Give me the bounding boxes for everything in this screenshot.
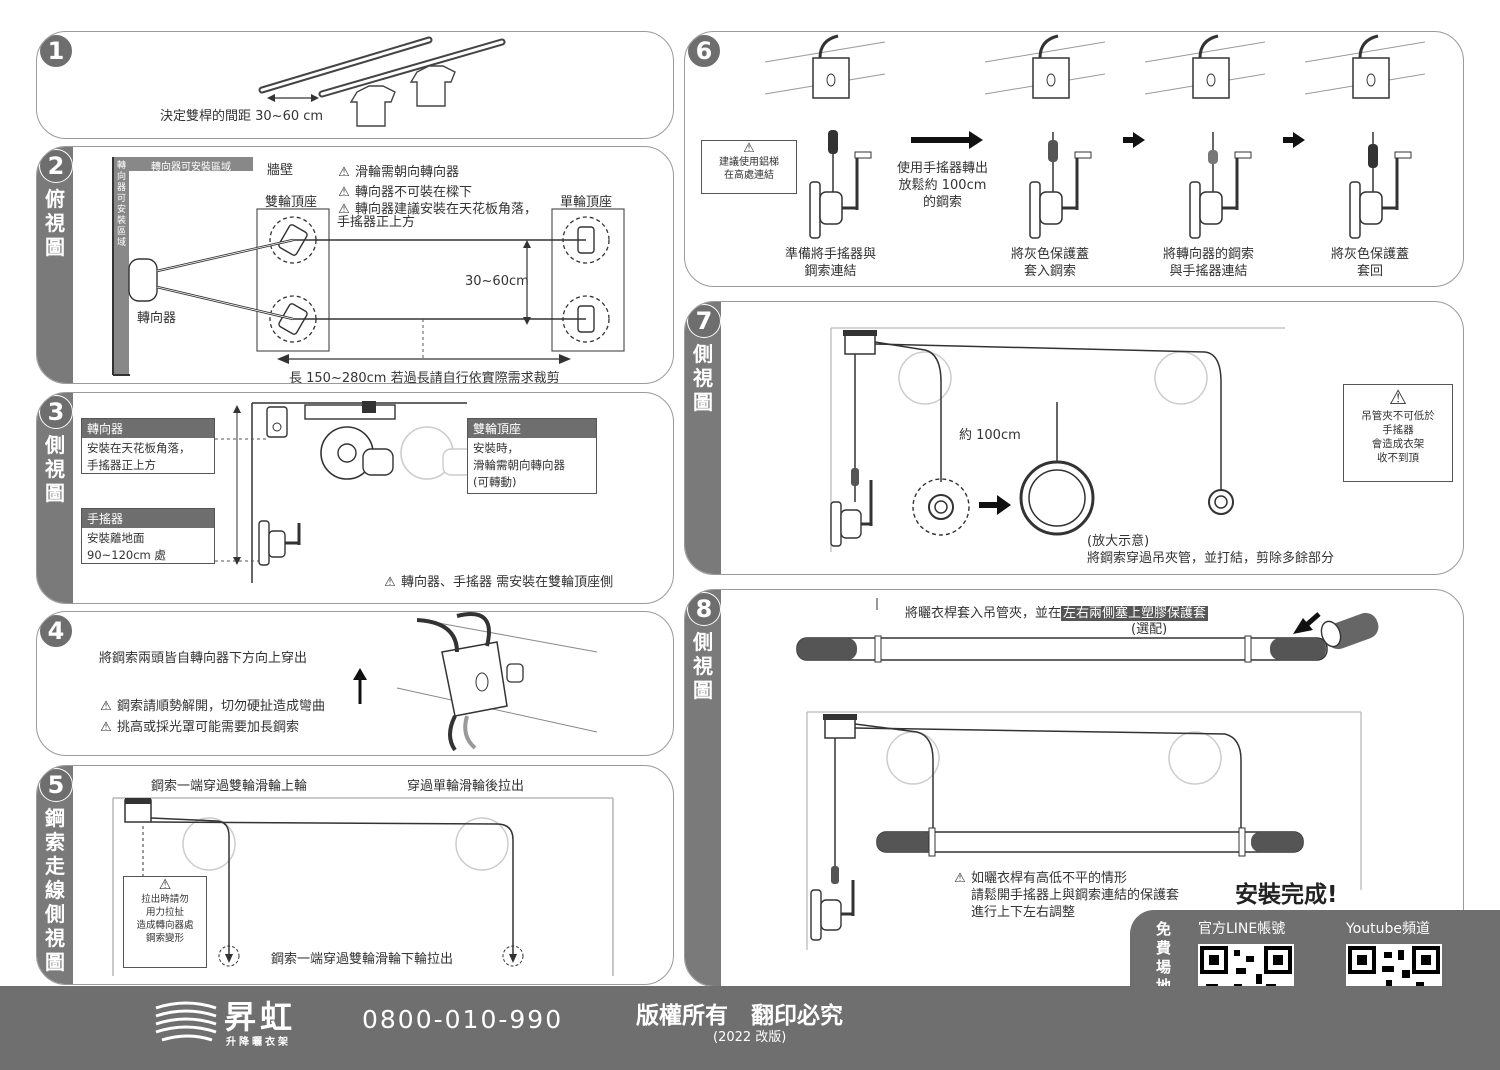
- step7-zoom-label: (放大示意): [1087, 534, 1150, 549]
- step8-instruction: 將曬衣桿套入吊管夾，並在左右兩側塞上塑膠保護套: [905, 606, 1209, 621]
- step8-number: 8: [687, 592, 721, 626]
- warning-icon: ⚠: [100, 699, 112, 714]
- step5-warning-box: ⚠ 拉出時請勿用力拉扯造成轉向器處鋼索變形: [123, 876, 207, 968]
- brand-subtitle: 升降曬衣架: [226, 1037, 291, 1048]
- step1-number: 1: [39, 34, 73, 68]
- copyright-text: 版權所有 翻印必究: [636, 1003, 843, 1029]
- warning-icon: ⚠: [338, 202, 350, 217]
- phone-number[interactable]: 0800-010-990: [362, 1005, 564, 1034]
- line-label: 官方LINE帳號: [1198, 921, 1286, 937]
- step7-length-label: 約 100cm: [959, 428, 1021, 443]
- step6-caption-1: 準備將手搖器與鋼索連結: [785, 247, 877, 279]
- step4-warning-2: ⚠挑高或採光罩可能需要加長鋼索: [100, 720, 300, 735]
- step6-panel: 6 ⚠ 建議: [684, 31, 1464, 287]
- step8-warning: ⚠如曬衣桿有高低不平的情形 請鬆開手搖器上與鋼索連結的保護套 進行上下左右調整: [954, 871, 1180, 920]
- step2-title: 俯視圖: [45, 187, 65, 259]
- step2-single-pulley-label: 單輪頂座: [560, 195, 613, 210]
- step1-illustration: [258, 36, 506, 127]
- step3-warning: ⚠轉向器、手搖器 需安裝在雙輪頂座側: [384, 575, 614, 590]
- step4-number: 4: [39, 614, 73, 648]
- warning-icon: ⚠: [954, 871, 966, 886]
- brand-logo-icon: [155, 1001, 217, 1042]
- youtube-label: Youtube頻道: [1346, 921, 1430, 937]
- warning-icon: ⚠: [338, 165, 350, 180]
- step5-wire-routing-diagram: [112, 797, 614, 976]
- step7-number: 7: [687, 304, 721, 338]
- step1-caption: 決定雙桿的間距 30~60 cm: [160, 109, 324, 124]
- step4-illustration: [353, 612, 598, 752]
- step5-badge: [37, 766, 73, 984]
- step4-warning-1: ⚠鋼索請順勢解開，切勿硬扯造成彎曲: [100, 699, 326, 714]
- step5-title: 鋼索走線側視圖: [45, 806, 65, 974]
- step7-side-view-diagram: [830, 327, 1285, 552]
- step2-wall-label: 牆壁: [267, 163, 294, 178]
- step2-area-label: 轉向器可安裝區域: [151, 162, 231, 173]
- step5-label-3: 鋼索一端穿過雙輪滑輪下輪拉出: [271, 952, 454, 967]
- warning-icon: ⚠: [1389, 385, 1407, 409]
- step7-panel: 7 側視圖 約 100cm (放大示意) 將鋼索穿過吊夾管，並打結，剪除多餘部分…: [684, 301, 1464, 575]
- edition-text: (2022 改版): [713, 1030, 787, 1045]
- step3-side-view-diagram: [215, 401, 474, 583]
- step5-label-2: 穿過單輪滑輪後拉出: [407, 779, 525, 794]
- step4-text: 將鋼索兩頭皆自轉向器下方向上穿出: [99, 651, 308, 666]
- step8-panel: 8 側視圖 將曬衣桿套入吊管夾，並在左右兩側塞上塑膠保護套 (選配): [684, 589, 1464, 987]
- step1-panel: 1 決定雙桿的間距 30~60 cm: [36, 31, 674, 139]
- step2-redirector-label: 轉向器: [137, 311, 177, 326]
- step2-badge: [37, 147, 73, 383]
- step7-title: 側視圖: [693, 342, 713, 414]
- footer-bar: 昇虹 升降曬衣架 0800-010-990 版權所有 翻印必究 (2022 改版…: [0, 986, 1500, 1070]
- step7-badge: [685, 302, 721, 574]
- step3-box-double-pulley: 雙輪頂座 安裝時，滑輪需朝向轉向器(可轉動): [467, 418, 597, 494]
- warning-icon: ⚠: [158, 877, 172, 893]
- warning-icon: ⚠: [338, 185, 350, 200]
- step6-illustrations: [764, 34, 1427, 240]
- step8-side-view-diagram: [796, 598, 1379, 950]
- step5-panel: 5 鋼索走線側視圖 鋼索一端穿過雙輪滑輪上輪 穿過單輪滑輪後拉出 鋼索一端穿過雙…: [36, 765, 674, 985]
- step2-warning-2: ⚠轉向器不可裝在樑下: [338, 185, 473, 200]
- warning-icon: ⚠: [100, 720, 112, 735]
- step3-number: 3: [39, 395, 73, 429]
- step2-panel: 2 俯視圖 轉向器可安裝區域 轉向器可安裝區域 牆壁 雙輪頂座 單輪頂座 轉向器…: [36, 146, 674, 384]
- step6-caption-3: 將轉向器的鋼索與手搖器連結: [1163, 247, 1255, 279]
- warning-icon: ⚠: [743, 141, 755, 156]
- step3-box-redirector: 轉向器 安裝在天花板角落，手搖器正上方: [81, 418, 215, 474]
- step3-title: 側視圖: [45, 433, 65, 505]
- step8-title: 側視圖: [693, 630, 713, 702]
- step7-instruction: 將鋼索穿過吊夾管，並打結，剪除多餘部分: [1087, 551, 1335, 566]
- step2-length-label: 長 150~280cm 若過長請自行依實際需求裁剪: [287, 367, 562, 383]
- step2-spacing-label: 30~60cm: [465, 274, 529, 289]
- step4-panel: 4 將鋼索兩頭皆自轉向器下方向上穿出 ⚠鋼索請順勢解開，切勿硬扯造成彎曲 ⚠挑高…: [36, 611, 674, 756]
- step2-double-pulley-label: 雙輪頂座: [265, 195, 318, 210]
- warning-icon: ⚠: [384, 575, 396, 590]
- step5-label-1: 鋼索一端穿過雙輪滑輪上輪: [151, 779, 308, 794]
- step2-number: 2: [39, 149, 73, 183]
- brand-name: 昇虹: [224, 998, 297, 1036]
- step6-caption-4: 將灰色保護蓋套回: [1331, 247, 1410, 279]
- step2-warning-1: ⚠滑輪需朝向轉向器: [338, 165, 460, 180]
- step7-warning-box: ⚠ 吊管夾不可低於手搖器會造成衣架收不到頂: [1343, 384, 1453, 482]
- step8-badge: [685, 590, 721, 986]
- step6-caption-2: 將灰色保護蓋套入鋼索: [1011, 247, 1090, 279]
- step2-warning-3: ⚠轉向器建議安裝在天花板角落，手搖器正上方: [337, 202, 538, 230]
- step8-optional-label: (選配): [1131, 622, 1168, 637]
- step2-top-view-diagram: [112, 157, 625, 376]
- step2-vertical-area-label: 轉向器可安裝區域: [117, 161, 127, 248]
- step8-done-label: 安裝完成!: [1235, 882, 1338, 908]
- step5-number: 5: [39, 768, 73, 802]
- step6-ladder-note: ⚠ 建議使用鋁梯在高處連結: [701, 140, 797, 194]
- step6-number: 6: [687, 34, 721, 68]
